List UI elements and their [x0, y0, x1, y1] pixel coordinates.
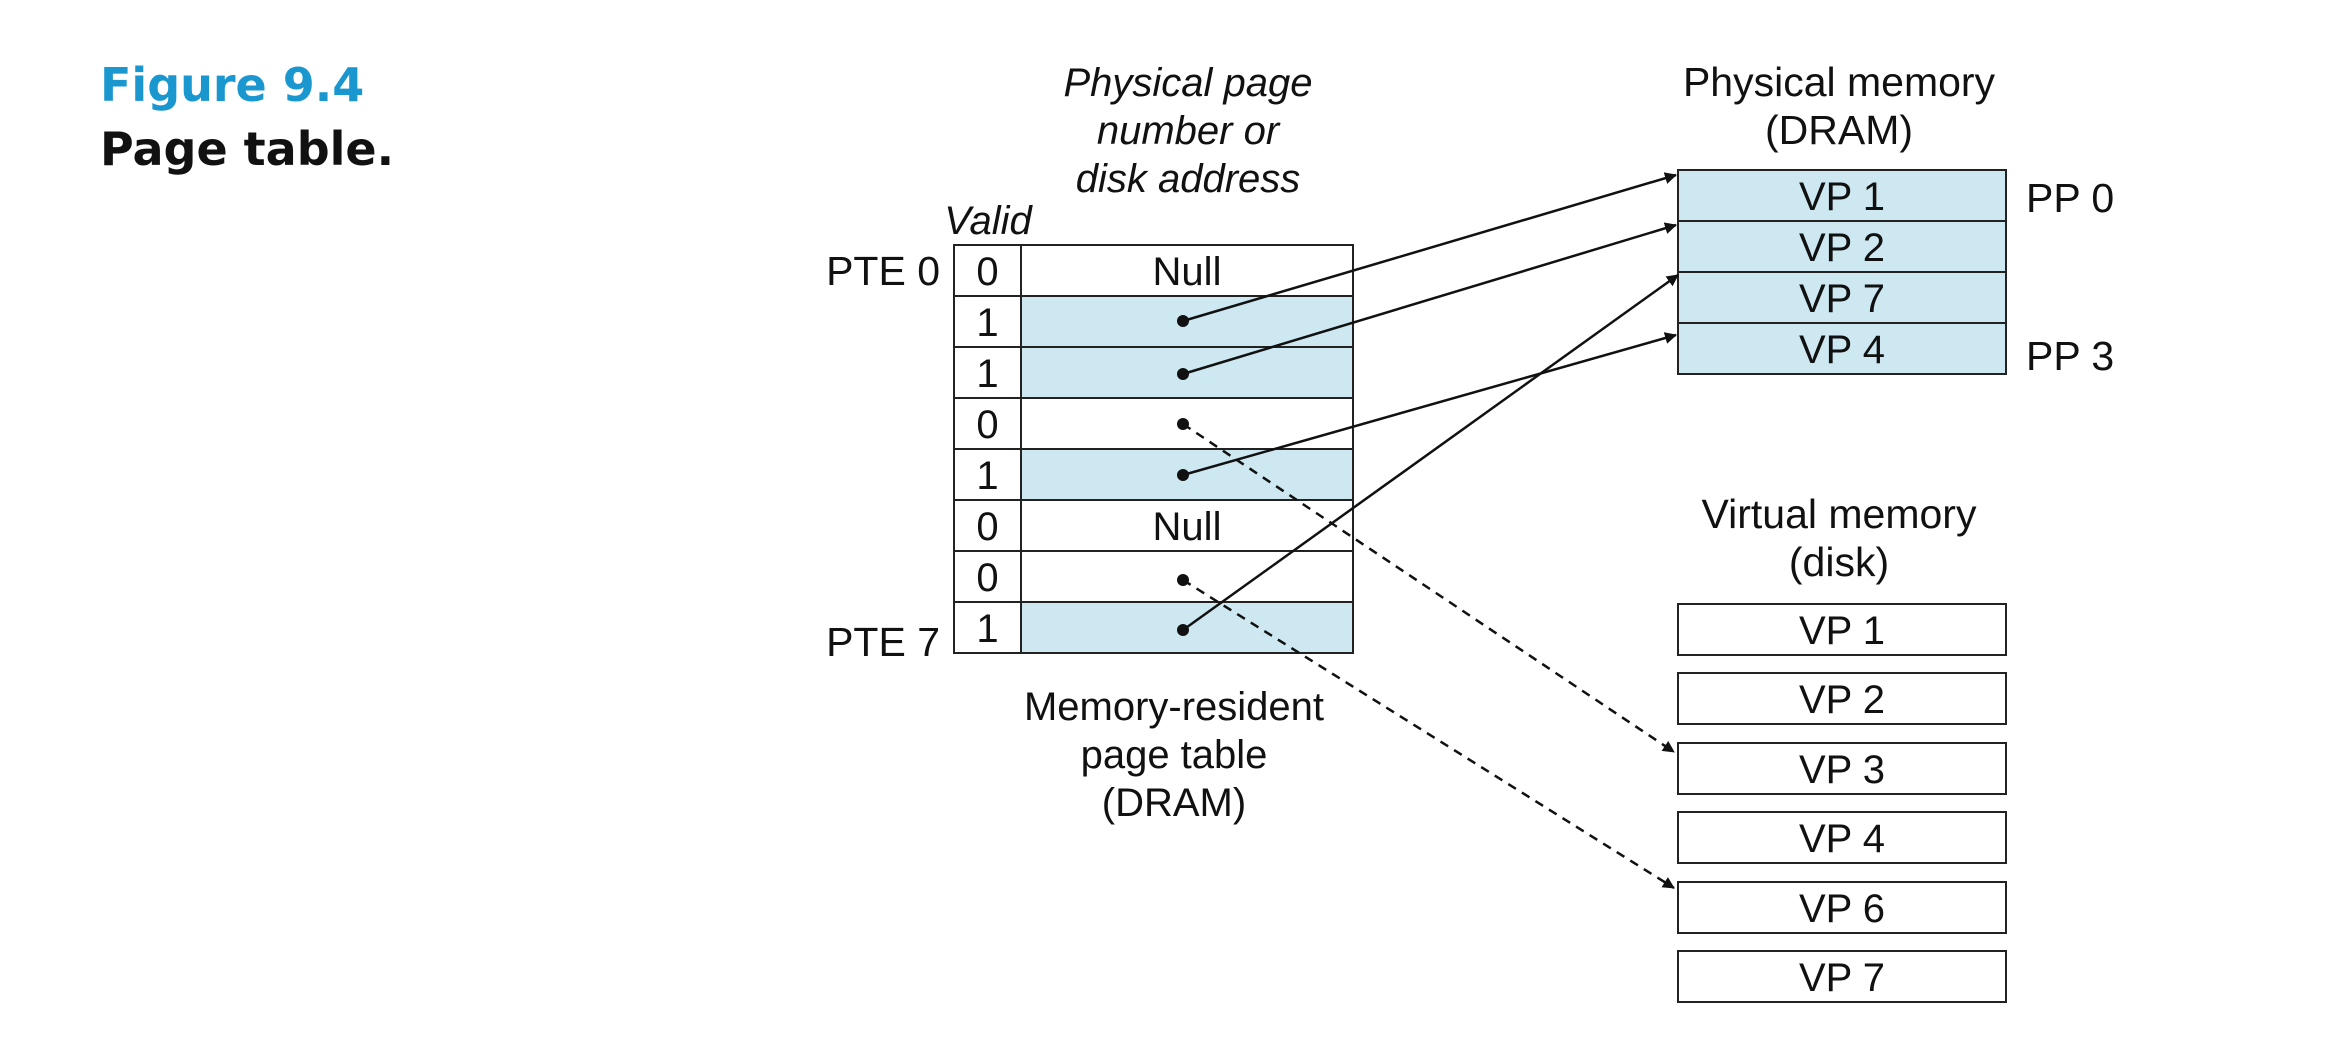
ppn-cell [1020, 601, 1354, 654]
virtual-page-2 [1677, 742, 2007, 795]
virtual-memory: VP 1 VP 2 VP 3 VP 4 VP 6 VP 7 [1677, 603, 2007, 1003]
ppn-header-line-1: Physical page [1063, 61, 1312, 105]
virtual-page-label: VP 2 [1799, 678, 1885, 722]
arrow-pte4-to-pp3 [1182, 332, 1677, 477]
valid-cell [953, 397, 1022, 450]
physical-page-label: VP 4 [1799, 328, 1885, 372]
valid-bit: 0 [976, 250, 998, 294]
ppn-header-line-2: number or [1097, 109, 1281, 153]
valid-bit: 0 [976, 403, 998, 447]
virtual-page-label: VP 1 [1799, 609, 1885, 653]
virtual-memory-title-line-2: (disk) [1789, 539, 1889, 585]
pte-last-label: PTE 7 [826, 619, 940, 665]
pte-row-1: 1 [953, 295, 1354, 348]
valid-cell [953, 550, 1022, 603]
physical-page-label: VP 7 [1799, 277, 1885, 321]
ppn-cell [1020, 499, 1354, 552]
physical-page-label: VP 1 [1799, 175, 1885, 219]
physical-memory-title-line-2: (DRAM) [1765, 107, 1913, 153]
virtual-page-3 [1677, 811, 2007, 864]
ppn-null-label: Null [1153, 250, 1222, 294]
valid-bit: 1 [976, 352, 998, 396]
arrow-pte7-to-pp2 [1182, 273, 1679, 632]
valid-bit: 0 [976, 505, 998, 549]
pte-first-label: PTE 0 [826, 248, 940, 294]
arrow-pte3-to-disk-vp3 [1182, 422, 1675, 754]
valid-bit: 1 [976, 454, 998, 498]
virtual-page-1 [1677, 672, 2007, 725]
ppn-header-line-3: disk address [1076, 157, 1301, 201]
figure-caption: Page table. [100, 122, 395, 176]
valid-bit: 1 [976, 607, 998, 651]
valid-bit: 1 [976, 301, 998, 345]
valid-bit: 0 [976, 556, 998, 600]
arrow-pte6-to-disk-vp6 [1182, 578, 1675, 890]
valid-header: Valid [944, 199, 1033, 243]
page-table: 0 Null 1 1 0 1 0 [953, 244, 1354, 654]
virtual-page-0 [1677, 603, 2007, 656]
pte-row-5: 0 Null [953, 499, 1354, 552]
virtual-page-5 [1677, 950, 2007, 1003]
virtual-page-label: VP 7 [1799, 956, 1885, 1000]
physical-page-1 [1677, 220, 2007, 273]
physical-memory-title-line-1: Physical memory [1683, 59, 1996, 105]
pte-row-4: 1 [953, 448, 1354, 501]
virtual-page-label: VP 3 [1799, 748, 1885, 792]
page-table-footer-line-2: page table [1081, 733, 1268, 777]
valid-cell [953, 346, 1022, 399]
ppn-null-label: Null [1153, 505, 1222, 549]
virtual-page-4 [1677, 881, 2007, 934]
valid-cell [953, 448, 1022, 501]
virtual-page-label: VP 6 [1799, 887, 1885, 931]
figure-label: Figure 9.4 [100, 58, 365, 112]
arrow-pte2-to-pp1 [1182, 222, 1677, 376]
page-table-footer-line-3: (DRAM) [1102, 781, 1246, 825]
page-table-footer-line-1: Memory-resident [1024, 685, 1324, 729]
arrow-pte1-to-pp0 [1182, 172, 1677, 323]
pp0-label: PP 0 [2026, 175, 2114, 221]
physical-page-0 [1677, 169, 2007, 222]
virtual-memory-title-line-1: Virtual memory [1702, 491, 1977, 537]
virtual-page-label: VP 4 [1799, 817, 1885, 861]
physical-page-label: VP 2 [1799, 226, 1885, 270]
pte-row-7: 1 [953, 601, 1354, 654]
physical-page-3 [1677, 322, 2007, 375]
pp3-label: PP 3 [2026, 333, 2114, 379]
pte-row-2: 1 [953, 346, 1354, 399]
pte-row-6: 0 [953, 550, 1354, 603]
valid-cell [953, 601, 1022, 654]
physical-memory: VP 1 VP 2 VP 7 VP 4 [1677, 169, 2007, 375]
mapping-arrows [1182, 172, 1679, 890]
pte-row-3: 0 [953, 397, 1354, 450]
